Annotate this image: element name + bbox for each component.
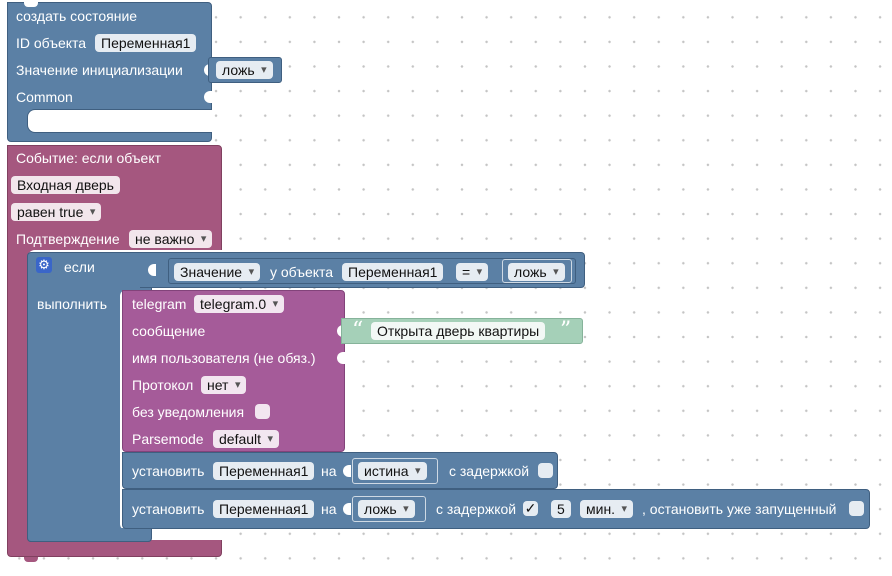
event-bottom-nub [24,557,38,562]
set2-stop-label: , остановить уже запущенный [642,501,837,517]
set1-value-socket [343,465,351,477]
set2-value-socket [343,503,351,515]
compare-value-block [502,259,572,283]
set2-object-field[interactable]: Переменная1 [213,500,315,518]
set1-delay-label: с задержкой [449,463,530,479]
create-state-notch [24,2,38,7]
event-title: Событие: если объект [16,150,162,166]
telegram-instance-dropdown[interactable]: telegram.0 [194,295,285,313]
set2-delay-label: с задержкой [436,501,517,517]
compare-of-object-label: у объекта [270,264,334,280]
if-condition-socket [148,264,156,276]
event-object-field[interactable]: Входная дверь [11,176,120,194]
set1-delay-checkbox[interactable] [538,463,553,478]
telegram-label: telegram [132,296,187,312]
set1-object-field[interactable]: Переменная1 [213,462,315,480]
username-socket [337,352,345,364]
compare-operator-dropdown[interactable]: = [456,263,489,281]
id-input[interactable]: Переменная1 [95,34,197,52]
if-label: если [64,259,95,275]
quote-open-icon: “ [352,318,364,343]
ack-dropdown[interactable]: не важно [129,230,213,248]
silent-label: без уведомления [132,404,245,420]
set2-value-dropdown[interactable]: ложь [358,500,415,518]
compare-value-dropdown[interactable]: ложь [508,263,565,281]
protocol-label: Протокол [132,377,194,393]
set2-delay-amount-field[interactable]: 5 [551,500,571,518]
common-label: Common [16,89,73,105]
set-block-1[interactable] [122,452,558,489]
silent-checkbox[interactable] [255,404,270,419]
gear-icon[interactable]: ⚙ [36,257,52,273]
quote-close-icon: ” [560,318,572,343]
create-state-statement-slot [27,109,212,133]
ack-label: Подтверждение [16,231,120,247]
protocol-dropdown[interactable]: нет [201,376,247,394]
do-label: выполнить [37,296,107,312]
set2-to-label: на [321,501,337,517]
if-block-bottom [27,528,152,542]
init-label: Значение инициализации [16,62,183,78]
set2-delay-checkbox[interactable]: ✓ [523,500,538,516]
message-text-field[interactable]: Открыта дверь квартиры [371,322,546,340]
set1-label: установить [132,463,205,479]
create-state-title: создать состояние [16,8,138,24]
init-value-dropdown[interactable]: ложь [216,61,273,79]
compare-object-field[interactable]: Переменная1 [342,263,444,281]
username-label: имя пользователя (не обяз.) [132,350,316,366]
compare-attr-dropdown[interactable]: Значение [174,263,261,281]
common-input-socket [204,91,212,103]
message-label: сообщение [132,323,206,339]
event-condition-dropdown[interactable]: равен true [11,203,102,221]
telegram-block[interactable] [122,290,345,452]
parsemode-dropdown[interactable]: default [213,430,280,448]
set1-to-label: на [321,463,337,479]
set2-delay-unit-dropdown[interactable]: мин. [580,500,634,518]
set2-label: установить [132,501,205,517]
set2-stop-checkbox[interactable] [849,501,864,516]
set1-value-block [352,458,438,484]
parsemode-label: Parsemode [132,431,204,447]
set2-value-block [352,496,426,522]
set1-value-dropdown[interactable]: истина [358,462,427,480]
id-label: ID объекта [16,35,87,51]
